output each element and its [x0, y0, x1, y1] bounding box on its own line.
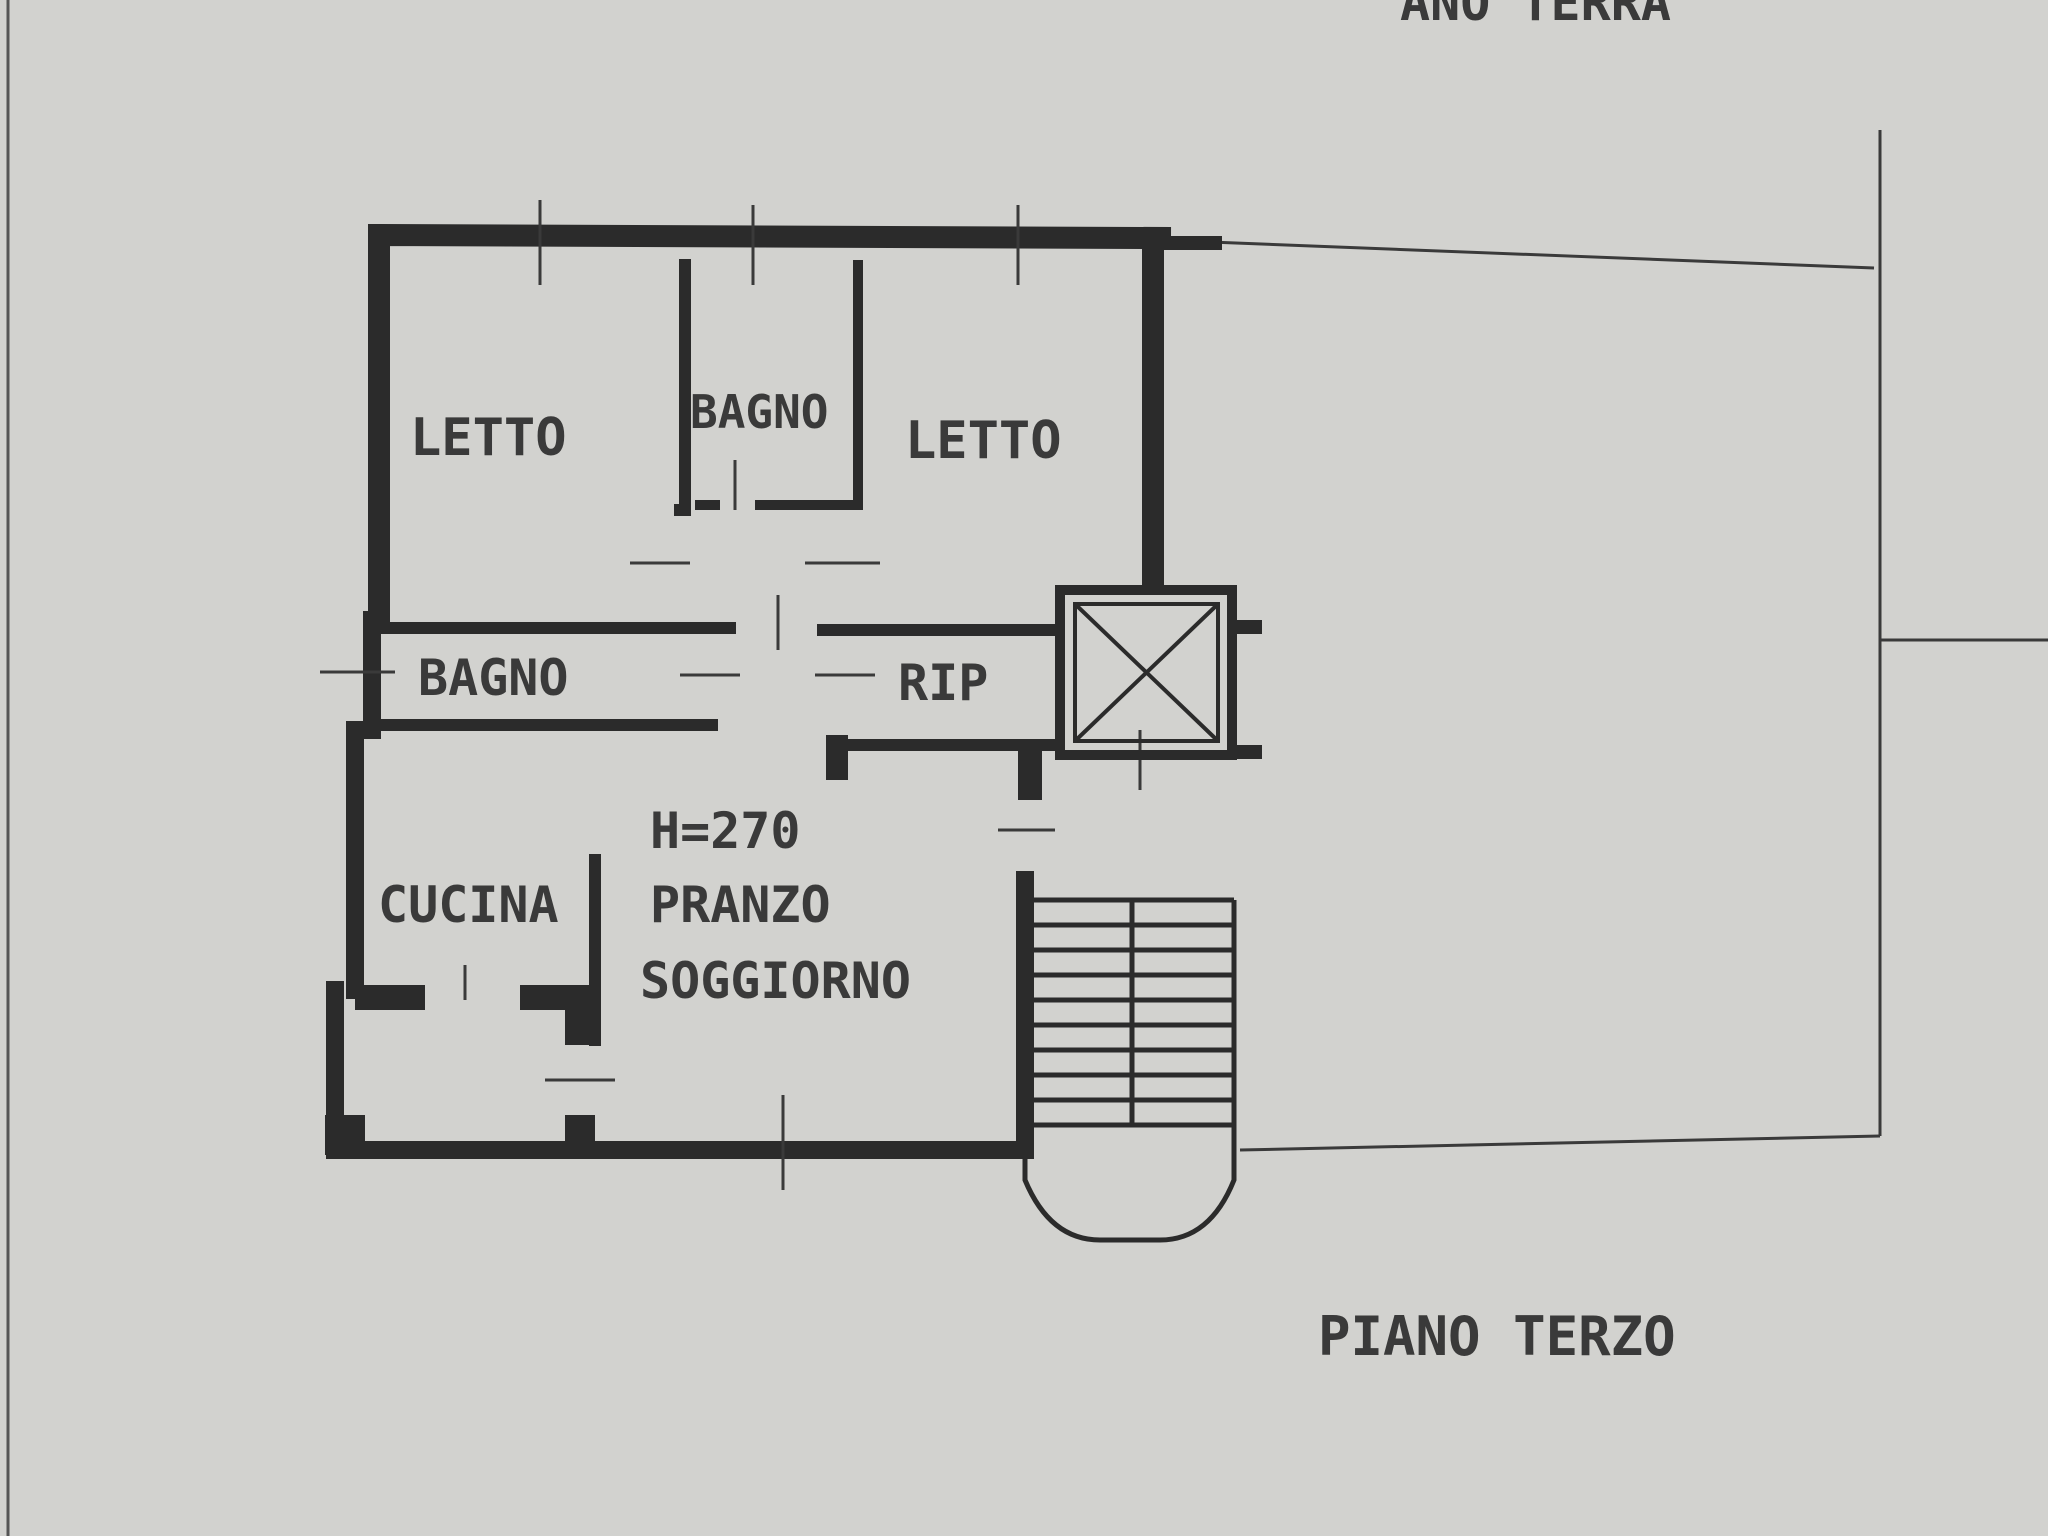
room-label-rip: RIP [898, 654, 988, 712]
room-label-cucina: CUCINA [378, 876, 559, 934]
elevator-shaft [1055, 585, 1262, 760]
room-label-letto-right: LETTO [905, 411, 1062, 471]
room-label-pranzo: PRANZO [650, 876, 831, 934]
room-label-soggiorno: SOGGIORNO [640, 952, 911, 1010]
ceiling-height-label: H=270 [650, 802, 801, 860]
exterior-walls [326, 223, 1222, 1159]
interior-walls [320, 200, 1142, 1190]
staircase [1022, 897, 1237, 1243]
room-label-letto-left: LETTO [410, 408, 567, 468]
floor-title: PIANO TERZO [1318, 1305, 1676, 1368]
header-text: ANO TERRA [1400, 0, 1671, 32]
room-label-bagno-top: BAGNO [690, 385, 828, 439]
plot-outline [1209, 130, 2048, 1152]
room-label-bagno-left: BAGNO [418, 649, 569, 707]
